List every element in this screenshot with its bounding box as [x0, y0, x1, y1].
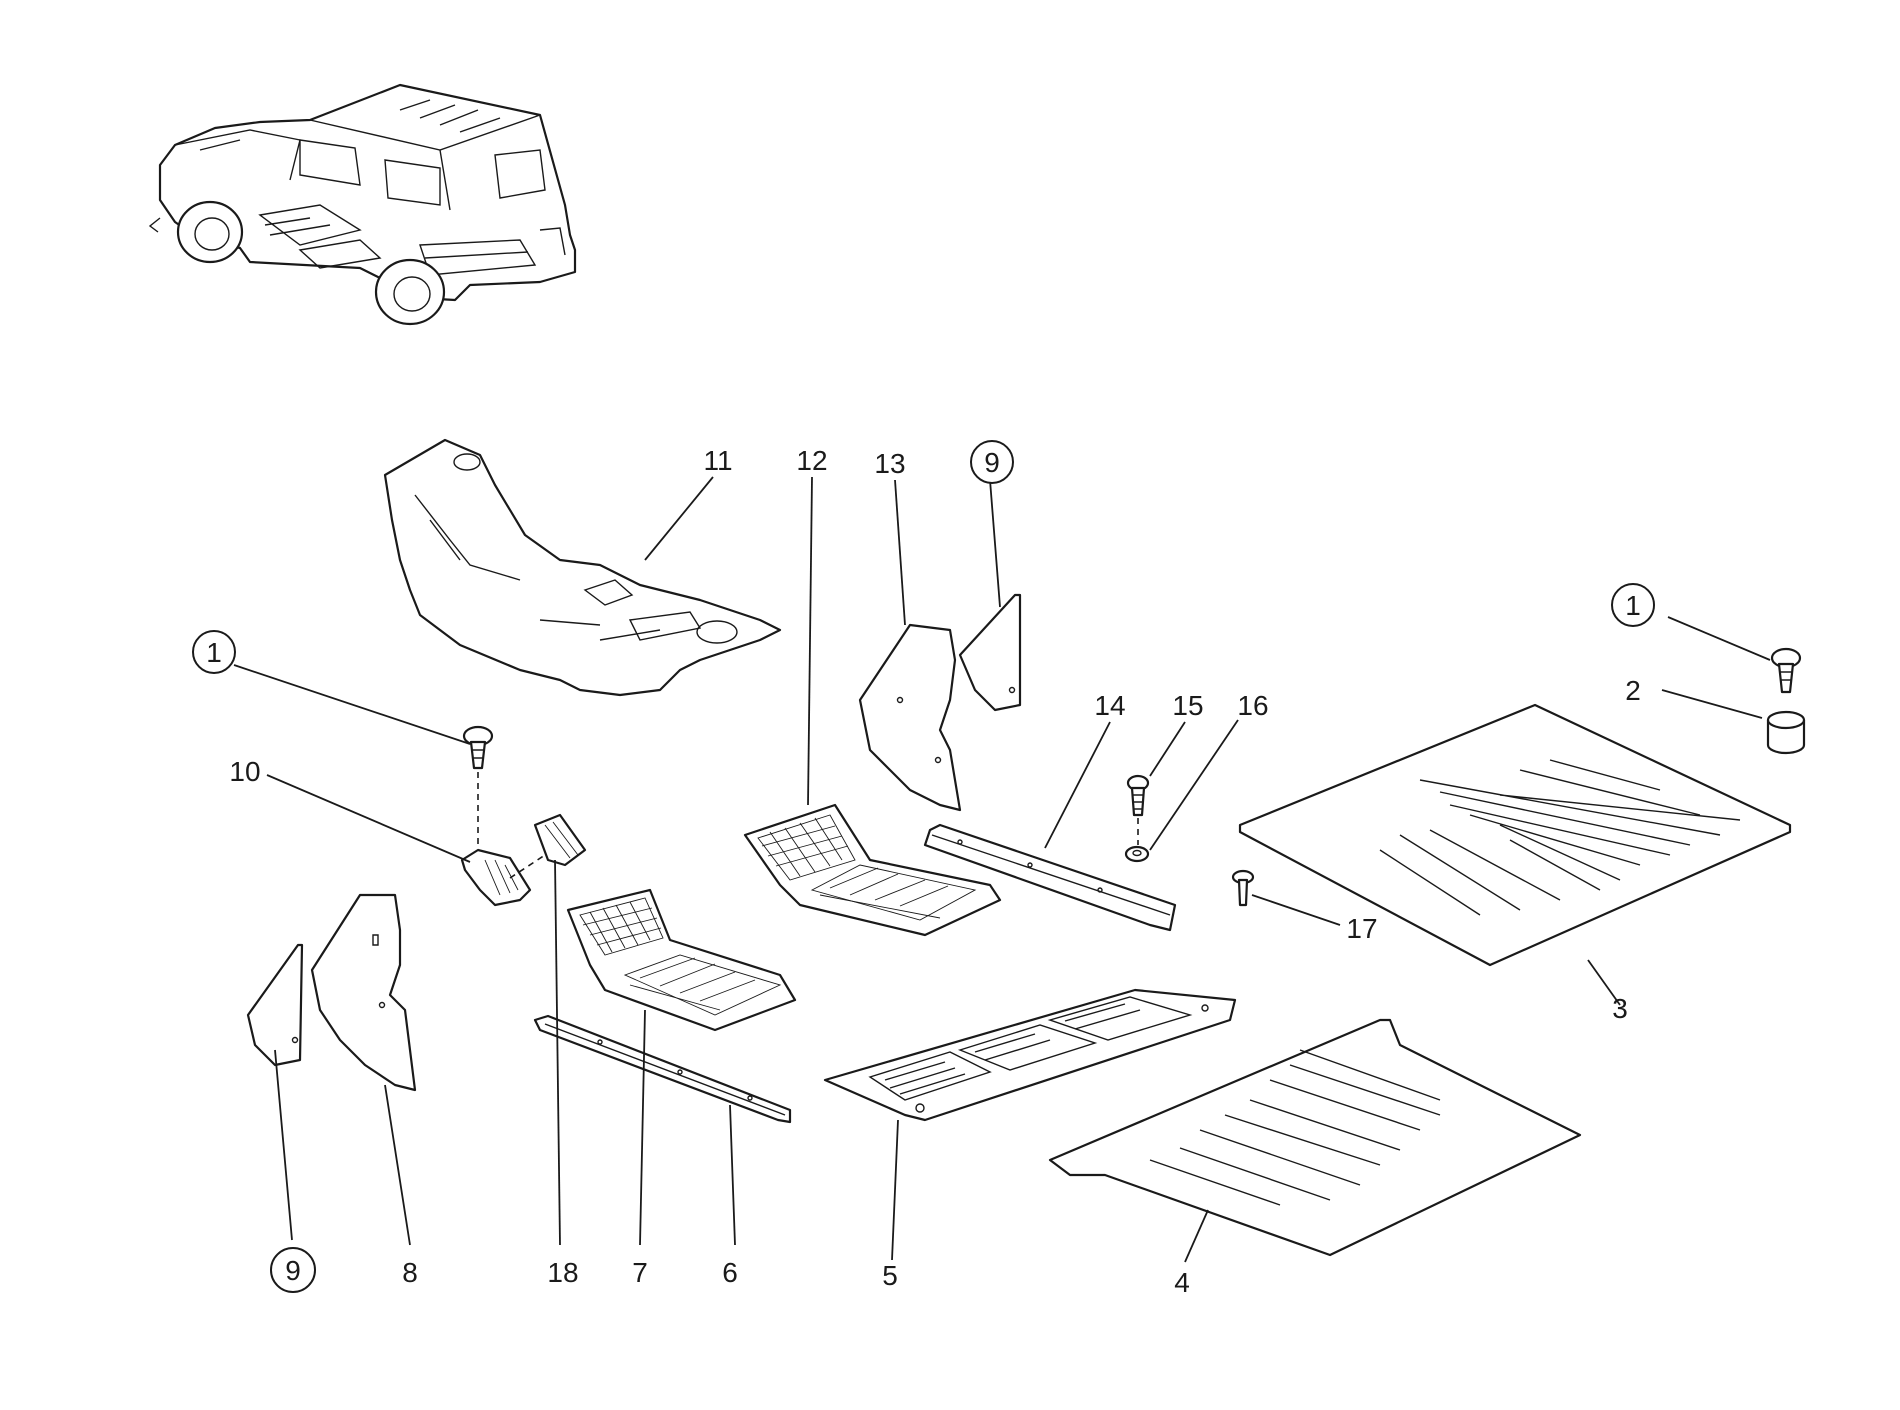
- part-16-grommet: [1124, 845, 1150, 863]
- part-7-front-floor-mat: [566, 888, 797, 1032]
- callout-labels: 11 12 13 9 1 2 14 15 16 17 3 1 10 9 8 18…: [192, 440, 1655, 1298]
- callout-18: 18: [547, 1257, 578, 1288]
- part-1-screw-right: [1770, 647, 1802, 694]
- callout-2: 2: [1625, 675, 1641, 706]
- callout-6: 6: [722, 1257, 738, 1288]
- callout-4: 4: [1174, 1267, 1190, 1298]
- part-13-side-trim-panel: [858, 623, 962, 812]
- part-6-sill-strip: [533, 1014, 792, 1124]
- part-4-rear-floor-panel: [1048, 1018, 1582, 1257]
- callout-11: 11: [703, 445, 732, 476]
- part-17-screw: [1231, 869, 1255, 907]
- part-15-screw: [1126, 774, 1150, 817]
- callout-3: 3: [1612, 993, 1628, 1024]
- callout-12: 12: [796, 445, 827, 476]
- callout-1-right-ring: [1611, 583, 1655, 627]
- callout-9-bottom-ring: [270, 1247, 316, 1293]
- part-10-bracket: [460, 848, 532, 907]
- leader-lines: [233, 476, 1771, 1263]
- callout-5: 5: [882, 1260, 898, 1291]
- callout-16: 16: [1237, 690, 1268, 721]
- callout-9-top-ring: [970, 440, 1014, 484]
- part-9-triangle-panel-bottom: [246, 943, 304, 1067]
- part-18-pad: [533, 813, 587, 867]
- callout-8: 8: [402, 1257, 418, 1288]
- part-14-sill-strip: [923, 823, 1177, 932]
- callout-13: 13: [874, 448, 905, 479]
- part-12-front-floor-mat: [743, 803, 1002, 937]
- part-8-side-trim-panel: [310, 893, 417, 1092]
- callout-1-right: 1: [1625, 590, 1641, 621]
- callout-7: 7: [632, 1257, 648, 1288]
- part-11-front-carpet: [383, 438, 782, 697]
- part-1-screw-left: [462, 725, 494, 770]
- callout-9-top: 9: [984, 447, 1000, 478]
- part-2-spacer: [1766, 710, 1806, 755]
- vehicle-overview-illustration: [148, 83, 577, 326]
- callout-14: 14: [1094, 690, 1125, 721]
- callout-9-bottom: 9: [285, 1255, 301, 1286]
- callout-15: 15: [1172, 690, 1203, 721]
- callout-17: 17: [1346, 913, 1377, 944]
- part-3-rear-floor-mat: [1238, 703, 1792, 967]
- callout-10: 10: [229, 756, 260, 787]
- part-9-triangle-panel-top: [958, 593, 1022, 712]
- callout-1-left: 1: [206, 637, 222, 668]
- callout-1-left-ring: [192, 630, 236, 674]
- part-5-floor-panel: [823, 988, 1237, 1122]
